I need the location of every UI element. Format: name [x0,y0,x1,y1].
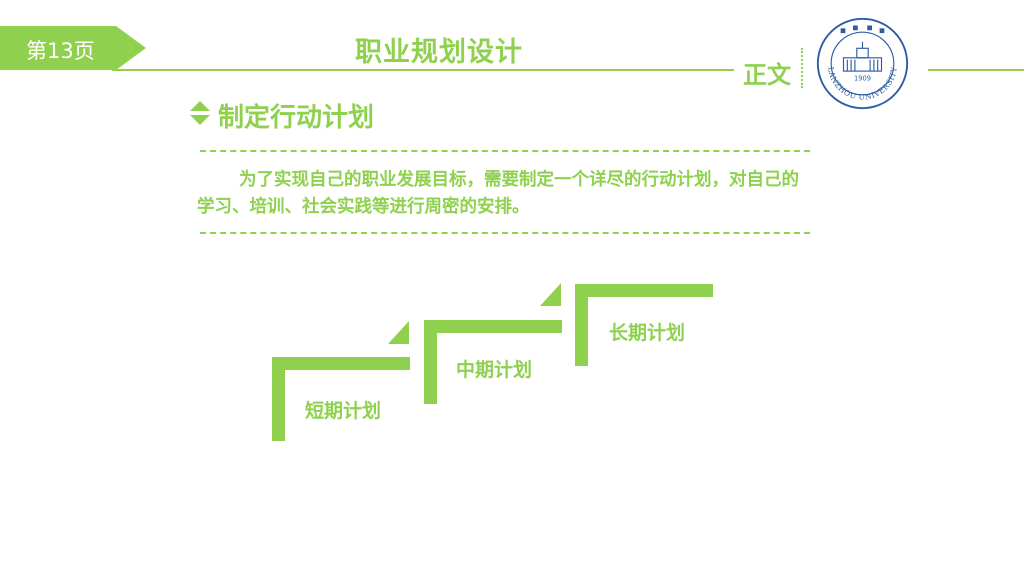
header-divider-right [928,69,1024,71]
step-label-long-term: 长期计划 [609,322,686,344]
step-short-term [272,321,410,441]
dashed-divider-bottom [200,232,810,234]
diamond-bullet-icon [190,101,210,125]
step-label-short-term: 短期计划 [305,400,382,422]
header-divider-left [112,69,734,71]
seal-year: 1909 [854,75,871,83]
dashed-divider-top [200,150,810,152]
page-number-label: 第13页 [26,39,95,63]
university-seal-logo: LANZHOU UNIVERSITY 1909 [816,17,909,110]
header-dotted-separator [801,48,803,88]
section-heading: 制定行动计划 [218,103,375,133]
step-long-term [575,284,713,366]
step-mid-term [424,283,562,404]
section-label: 正文 [743,61,791,89]
step-label-mid-term: 中期计划 [456,359,533,381]
page-title: 职业规划设计 [355,37,523,68]
page-number-tab: 第13页 [0,26,146,70]
description-paragraph: 为了实现自己的职业发展目标，需要制定一个详尽的行动计划，对自己的学习、培训、社会… [197,170,799,217]
